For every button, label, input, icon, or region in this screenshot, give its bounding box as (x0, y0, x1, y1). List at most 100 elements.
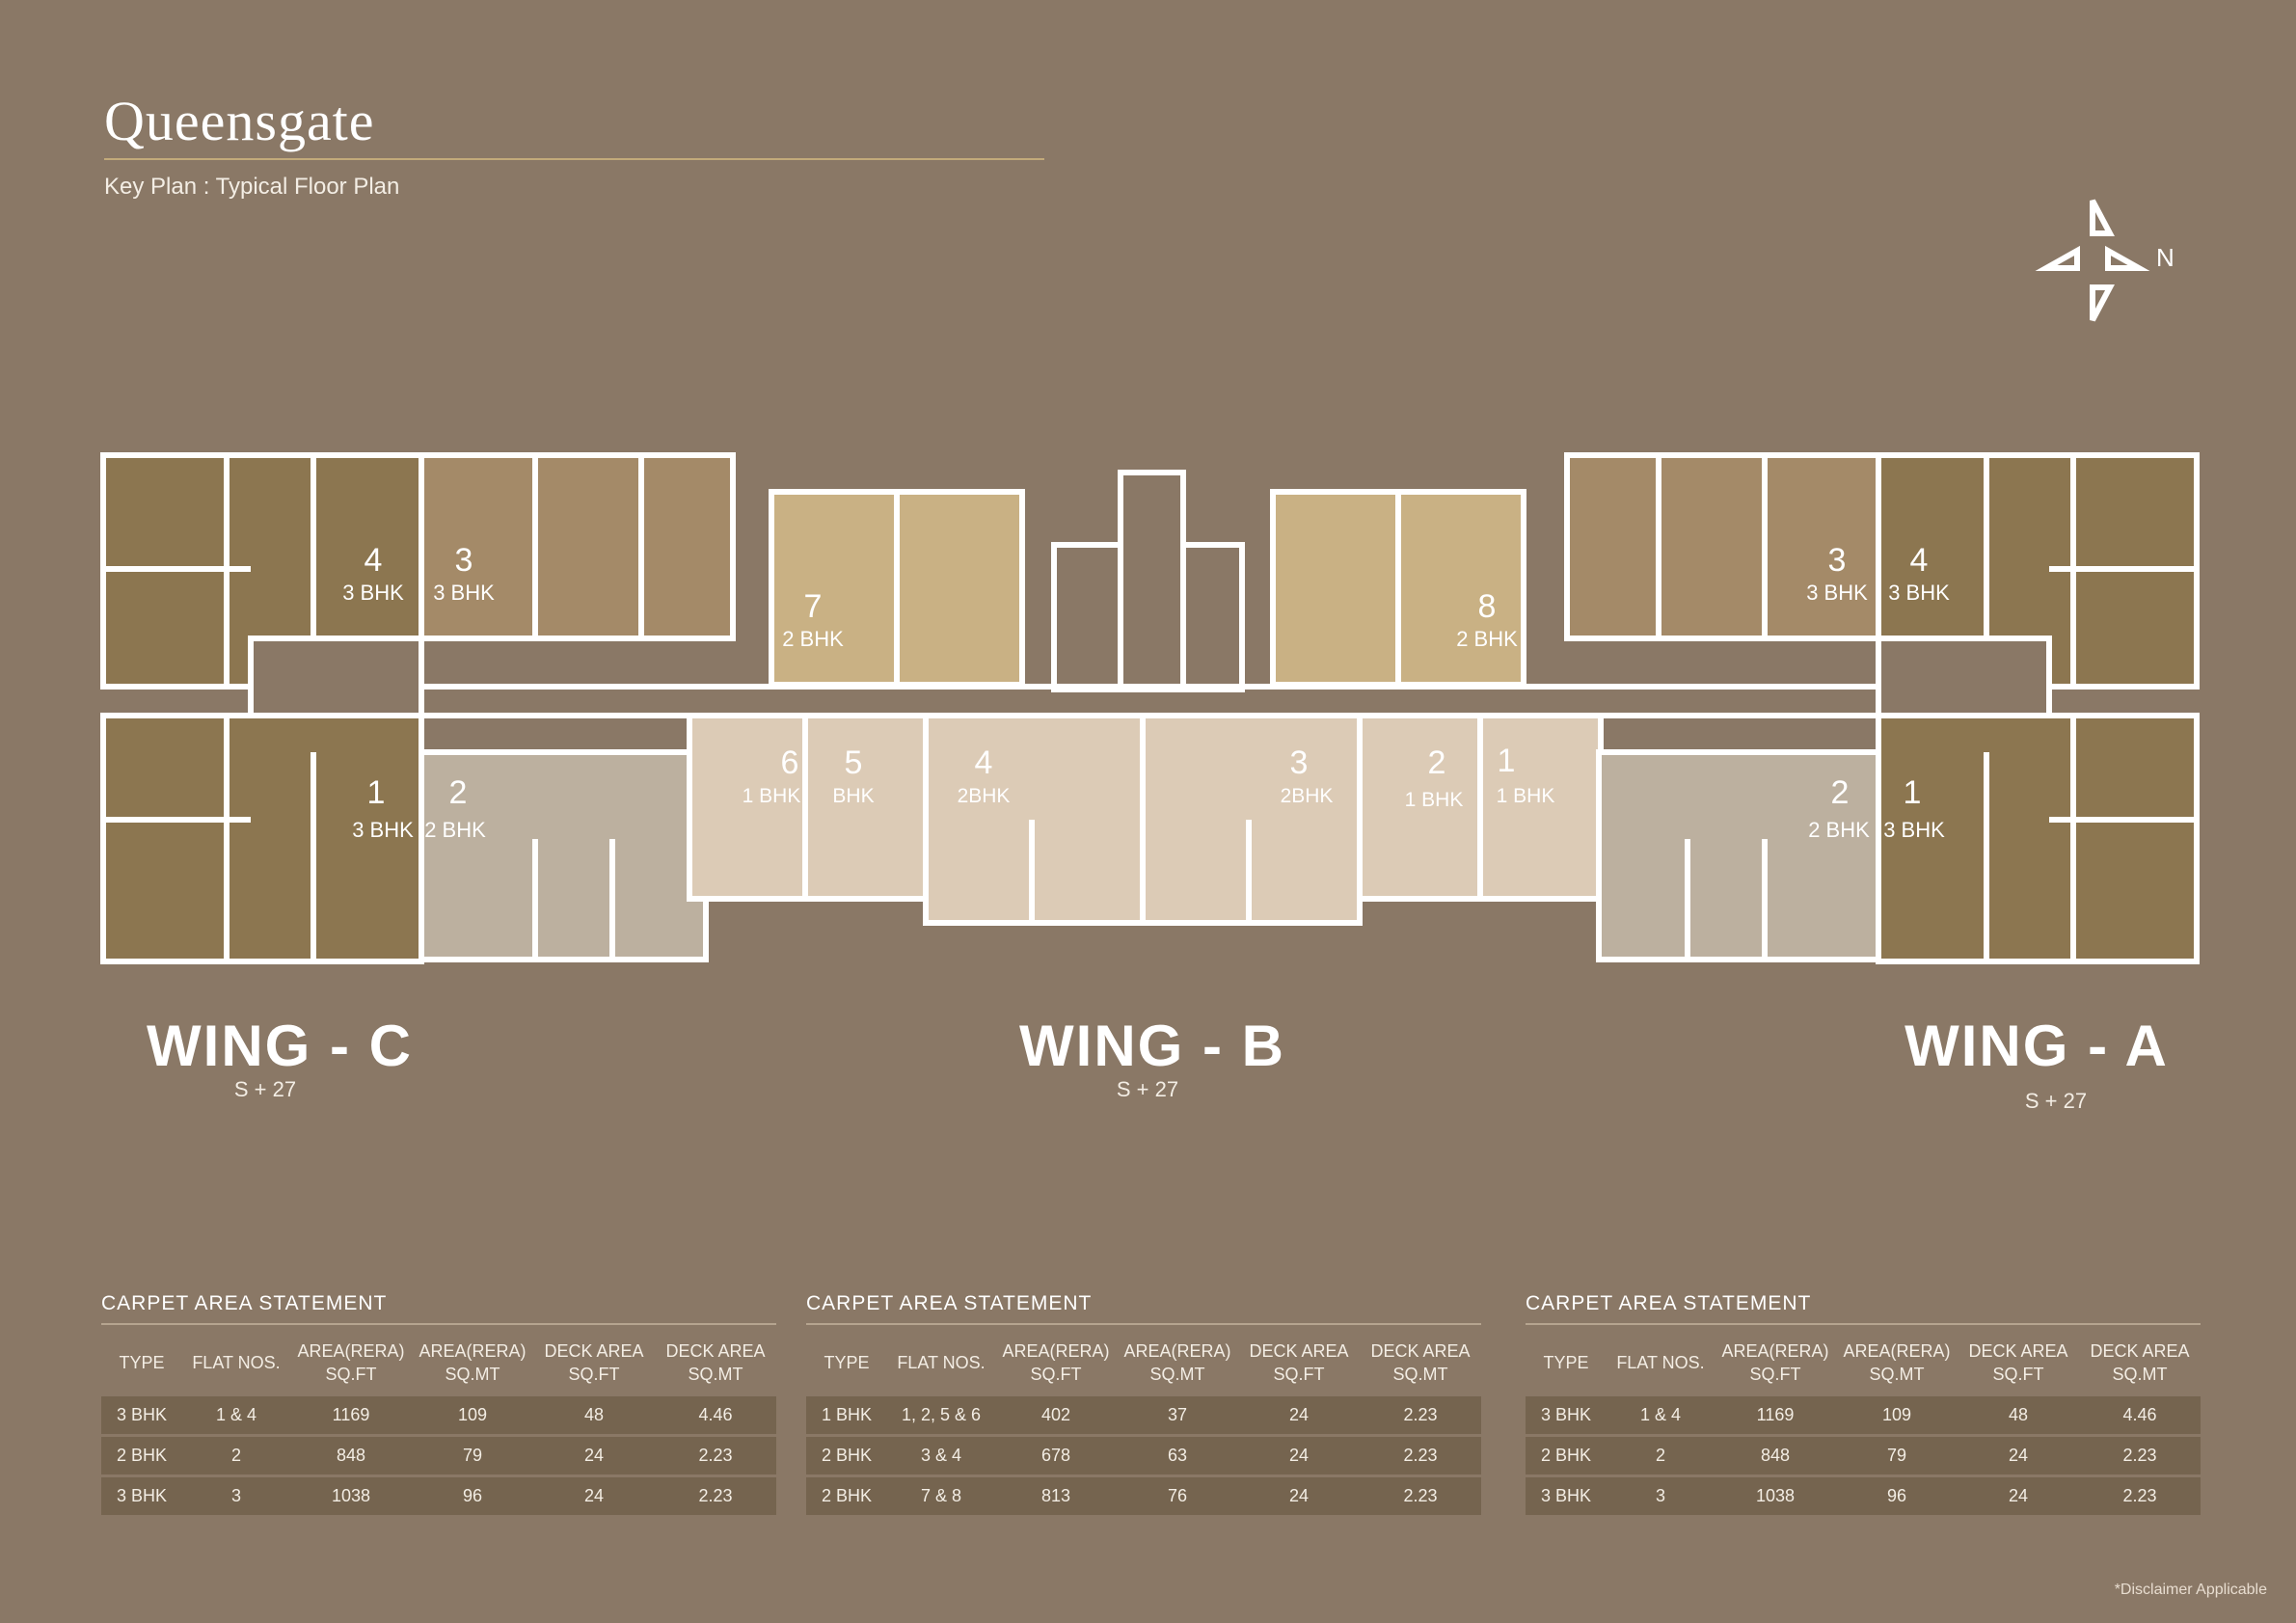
table-title: CARPET AREA STATEMENT (1526, 1292, 2201, 1325)
cell: 109 (1836, 1396, 1958, 1434)
cell: 24 (533, 1477, 655, 1515)
stair-c (248, 636, 424, 718)
cell: 109 (412, 1396, 533, 1434)
cell: 2.23 (1360, 1437, 1481, 1474)
stair-a (1876, 636, 2052, 718)
unit-a3 (1564, 452, 1881, 641)
unit-type: 3 BHK (352, 818, 414, 842)
wing-c-label: WING - C (147, 1014, 413, 1078)
col-header: DECK AREA SQ.MT (2090, 1341, 2190, 1384)
cell: 2.23 (655, 1437, 776, 1474)
unit-number: 4 (365, 542, 383, 579)
cell: 7 & 8 (887, 1477, 995, 1515)
col-header: AREA(RERA) SQ.FT (297, 1341, 405, 1384)
cell: 2 (182, 1437, 290, 1474)
col-header: TYPE (119, 1353, 165, 1372)
col-header: AREA(RERA) SQ.MT (419, 1341, 527, 1384)
cell: 76 (1117, 1477, 1238, 1515)
unit-number: 2 (449, 774, 468, 811)
unit-number: 4 (975, 744, 993, 781)
cell: 1 & 4 (1607, 1396, 1715, 1434)
cell: 3 & 4 (887, 1437, 995, 1474)
table-row: 3 BHK 3 1038 96 24 2.23 (1526, 1477, 2201, 1515)
cell: 96 (1836, 1477, 1958, 1515)
cell: 63 (1117, 1437, 1238, 1474)
unit-number: 5 (845, 744, 863, 781)
cell: 2 BHK (806, 1437, 887, 1474)
compass-icon: N (2035, 199, 2174, 322)
cell: 3 (182, 1477, 290, 1515)
cell: 24 (1238, 1396, 1360, 1434)
cell: 24 (533, 1437, 655, 1474)
unit-type: 3 BHK (1888, 581, 1950, 605)
cell: 678 (995, 1437, 1117, 1474)
wing-a-label: WING - A (1904, 1014, 2169, 1078)
cell: 1038 (1715, 1477, 1836, 1515)
cell: 2 BHK (101, 1437, 182, 1474)
unit-b5 (802, 713, 929, 902)
unit-number: 3 (455, 542, 473, 579)
unit-type: 3 BHK (1883, 818, 1945, 842)
col-header: FLAT NOS. (897, 1353, 986, 1372)
cell: 24 (1958, 1477, 2079, 1515)
wing-c-floors: S + 27 (233, 1077, 297, 1101)
unit-type: BHK (832, 785, 874, 807)
unit-number: 3 (1290, 744, 1309, 781)
cell: 2.23 (2079, 1437, 2201, 1474)
title-divider (104, 158, 1044, 160)
unit-type: 2BHK (958, 785, 1011, 807)
unit-b2 (1357, 713, 1483, 902)
cell: 24 (1958, 1437, 2079, 1474)
col-header: AREA(RERA) SQ.FT (1002, 1341, 1110, 1384)
unit-a1 (1876, 713, 2200, 964)
cell: 2 (1607, 1437, 1715, 1474)
unit-number: 2 (1428, 744, 1446, 781)
col-header: DECK AREA SQ.MT (1370, 1341, 1471, 1384)
unit-type: 2 BHK (1456, 627, 1518, 651)
table-title: CARPET AREA STATEMENT (101, 1292, 776, 1325)
lift-b (1118, 470, 1186, 692)
unit-number: 4 (1910, 542, 1929, 579)
page-subtitle: Key Plan : Typical Floor Plan (104, 174, 400, 200)
cell: 1169 (290, 1396, 412, 1434)
cell: 1, 2, 5 & 6 (887, 1396, 995, 1434)
cell: 3 BHK (101, 1477, 182, 1515)
cell: 2 BHK (806, 1477, 887, 1515)
wing-b-floors: S + 27 (1116, 1077, 1179, 1101)
cell: 3 BHK (1526, 1396, 1607, 1434)
cell: 848 (290, 1437, 412, 1474)
col-header: DECK AREA SQ.MT (665, 1341, 766, 1384)
col-header: DECK AREA SQ.FT (544, 1341, 644, 1384)
wing-a-floors: S + 27 (2024, 1089, 2088, 1113)
unit-number: 3 (1828, 542, 1847, 579)
cell: 48 (533, 1396, 655, 1434)
col-header: AREA(RERA) SQ.MT (1123, 1341, 1231, 1384)
cell: 24 (1238, 1477, 1360, 1515)
cell: 2.23 (2079, 1477, 2201, 1515)
disclaimer: *Disclaimer Applicable (2114, 1582, 2267, 1598)
unit-type: 2BHK (1281, 785, 1334, 807)
cell: 96 (412, 1477, 533, 1515)
unit-type: 3 BHK (433, 581, 495, 605)
unit-type: 3 BHK (342, 581, 404, 605)
col-header: TYPE (824, 1353, 870, 1372)
carpet-area-table-b: CARPET AREA STATEMENT TYPE FLAT NOS. ARE… (806, 1292, 1481, 1518)
cell: 79 (412, 1437, 533, 1474)
unit-c3 (419, 452, 736, 641)
cell: 1 BHK (806, 1396, 887, 1434)
cell: 37 (1117, 1396, 1238, 1434)
unit-number: 8 (1478, 588, 1497, 625)
unit-number: 2 (1831, 774, 1850, 811)
unit-type: 2 BHK (424, 818, 486, 842)
cell: 2.23 (655, 1477, 776, 1515)
cell: 3 BHK (1526, 1477, 1607, 1515)
cell: 24 (1238, 1437, 1360, 1474)
col-header: AREA(RERA) SQ.MT (1843, 1341, 1951, 1384)
unit-number: 1 (367, 774, 386, 811)
unit-number: 6 (781, 744, 799, 781)
cell: 1169 (1715, 1396, 1836, 1434)
cell: 2.23 (1360, 1477, 1481, 1515)
unit-number: 1 (1904, 774, 1922, 811)
cell: 848 (1715, 1437, 1836, 1474)
unit-a2 (1596, 749, 1881, 962)
